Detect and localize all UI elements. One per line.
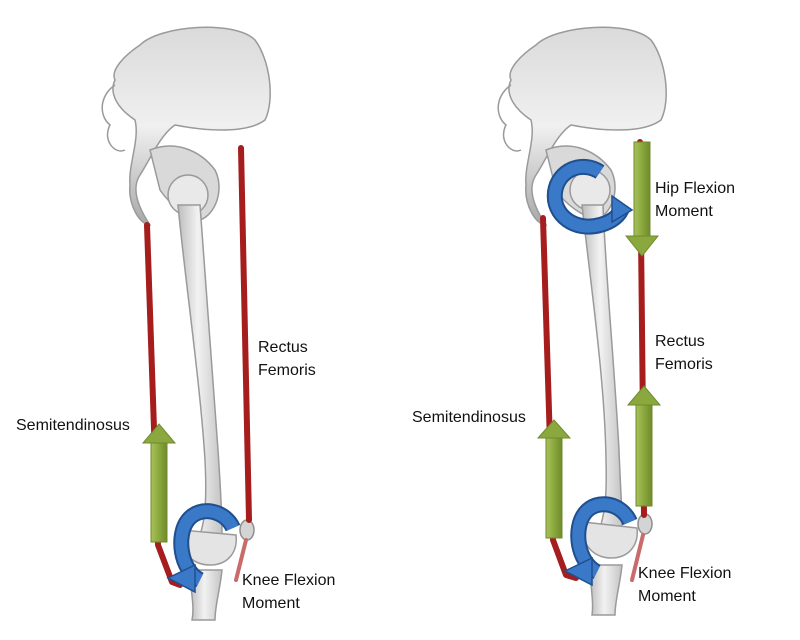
force-arrow-icon <box>141 423 177 543</box>
moment-arrow-icon <box>546 158 634 235</box>
rectus-femoris-label-line1: Rectus <box>655 333 705 350</box>
knee-flexion-label-line1: Knee Flexion <box>242 572 335 589</box>
semitendinosus-muscle <box>144 222 183 588</box>
force-arrow-icon <box>626 385 662 507</box>
force-arrow-icon <box>536 419 572 539</box>
knee-flexion-label-line2: Moment <box>638 588 696 605</box>
rectus-femoris-label-line2: Femoris <box>655 356 713 373</box>
moment-arrow-icon <box>166 503 241 594</box>
hip-flexion-label-line1: Hip Flexion <box>655 180 735 197</box>
rectus-femoris-label-line1: Rectus <box>258 339 308 356</box>
patella-bone <box>239 519 255 541</box>
rectus-femoris-label-line2: Femoris <box>258 362 316 379</box>
femur-bone <box>167 174 237 566</box>
moment-arrow-icon <box>563 496 638 587</box>
hip-flexion-label-line2: Moment <box>655 203 713 220</box>
rectus-femoris-muscle <box>234 145 252 582</box>
semitendinosus-label: Semitendinosus <box>412 409 526 426</box>
femur-bone <box>569 169 638 559</box>
force-arrow-icon <box>624 141 660 257</box>
knee-flexion-label-line2: Moment <box>242 595 300 612</box>
semitendinosus-label: Semitendinosus <box>16 417 130 434</box>
semitendinosus-muscle <box>540 215 579 581</box>
right-panel: Hip Flexion Moment Rectus Femoris Semite… <box>412 26 735 616</box>
knee-flexion-label-line1: Knee Flexion <box>638 565 731 582</box>
left-panel: Rectus Femoris Semitendinosus Knee Flexi… <box>16 26 335 621</box>
